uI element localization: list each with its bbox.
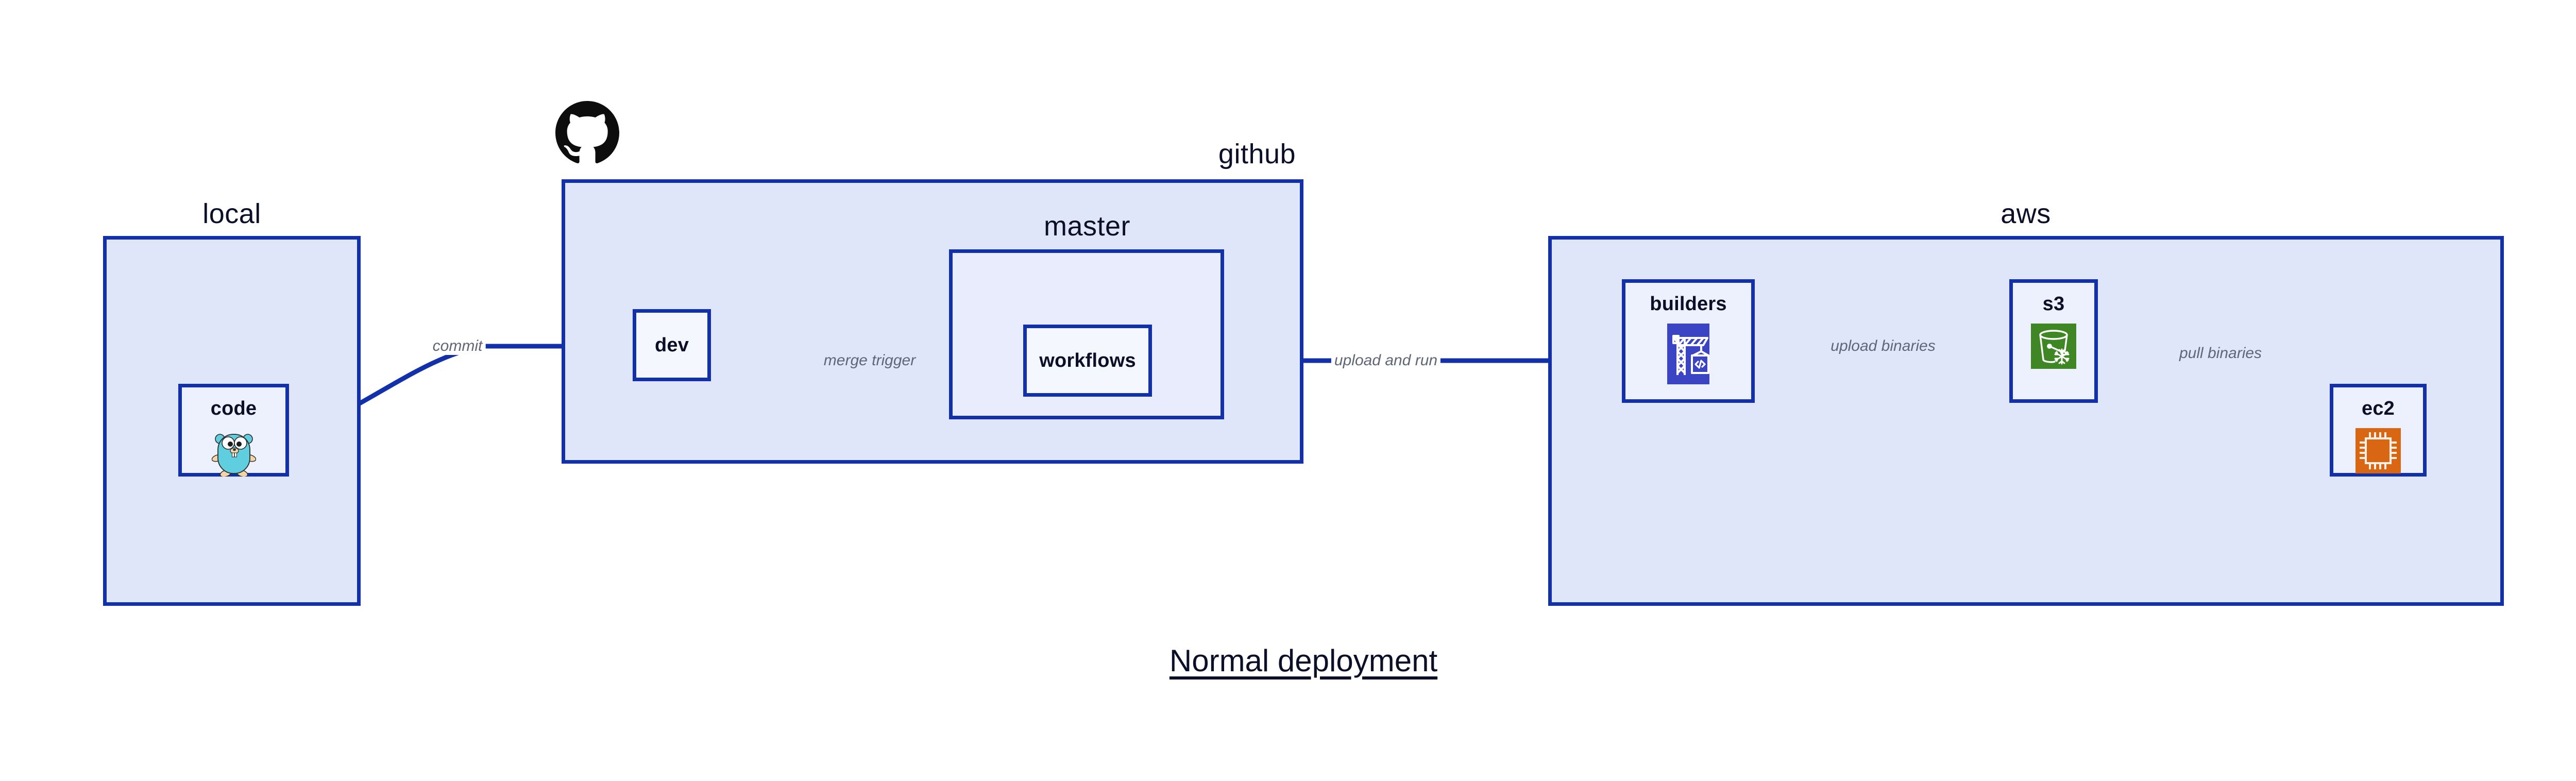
edge-label-merge-trigger: merge trigger [820, 352, 919, 369]
node-s3-label: s3 [2042, 293, 2065, 315]
node-workflows[interactable]: workflows [1023, 325, 1152, 397]
node-dev-label: dev [654, 334, 689, 356]
node-ec2[interactable]: ec2 [2330, 384, 2427, 477]
group-master-label: master [1043, 211, 1131, 242]
group-github-label: github [1218, 139, 1296, 169]
node-dev[interactable]: dev [633, 309, 711, 381]
go-gopher-icon [211, 428, 256, 478]
node-builders[interactable]: builders [1622, 279, 1755, 403]
edge-label-pull-binaries: pull binaries [2176, 345, 2265, 362]
edge-label-upload-and-run: upload and run [1331, 352, 1441, 369]
aws-codebuild-icon [1667, 324, 1709, 384]
group-local-label: local [202, 198, 261, 229]
node-code-label: code [210, 398, 257, 419]
aws-ec2-chip-icon [2355, 428, 2401, 473]
node-builders-label: builders [1650, 293, 1727, 315]
edge-label-upload-binaries: upload binaries [1827, 337, 1939, 355]
node-s3[interactable]: s3 [2009, 279, 2098, 403]
github-octocat-logo [555, 101, 619, 165]
node-workflows-label: workflows [1039, 349, 1136, 371]
node-code[interactable]: code [178, 384, 289, 478]
aws-s3-glacier-icon [2031, 324, 2076, 369]
edge-label-commit: commit [429, 337, 486, 355]
group-aws-label: aws [2001, 198, 2051, 229]
page-title: Normal deployment [1169, 643, 1438, 678]
node-ec2-label: ec2 [2361, 398, 2395, 419]
